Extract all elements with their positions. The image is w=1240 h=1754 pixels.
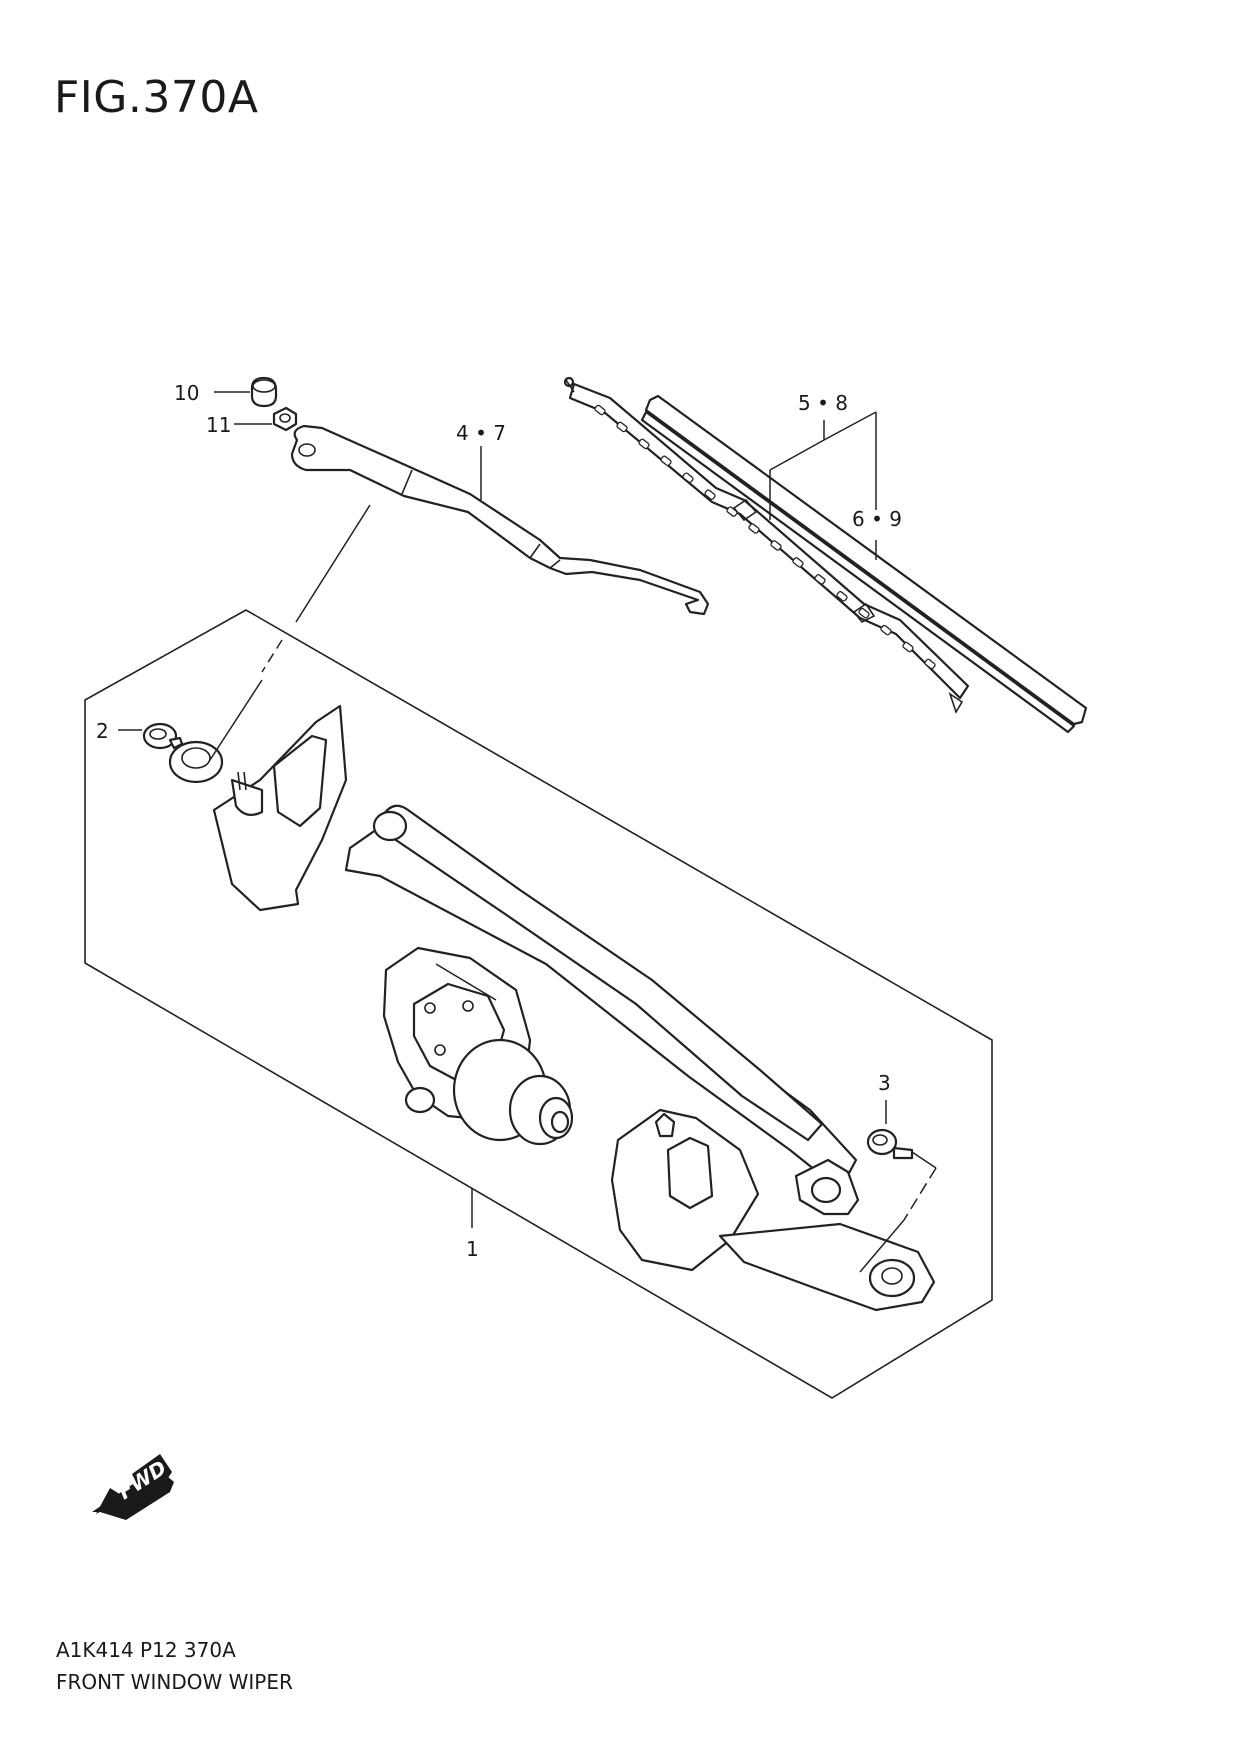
callout-1: 1 xyxy=(466,1237,479,1261)
figure-name: FRONT WINDOW WIPER xyxy=(56,1670,293,1694)
bolt-left xyxy=(142,722,184,750)
blade-slot xyxy=(836,590,848,602)
blade-slot xyxy=(792,557,804,568)
wiper-linkage xyxy=(168,704,936,1312)
blade-slot xyxy=(814,574,826,585)
callout-4-7: 4 • 7 xyxy=(456,421,506,445)
fwd-arrow-icon: FWD xyxy=(92,1454,174,1520)
blade-slot xyxy=(594,404,606,416)
blade-slots xyxy=(594,404,936,670)
blade-slot xyxy=(682,472,694,484)
blade-slot xyxy=(770,540,782,551)
assembly-frame xyxy=(84,609,993,1399)
blade-slot xyxy=(858,607,870,619)
blade-slot xyxy=(924,658,936,670)
figure-code: A1K414 P12 370A xyxy=(56,1638,236,1662)
callout-3: 3 xyxy=(878,1071,891,1095)
callout-6-9: 6 • 9 xyxy=(852,507,902,531)
callout-2: 2 xyxy=(96,719,109,743)
blade-slot xyxy=(726,506,738,517)
arm-cap xyxy=(250,376,278,408)
arm-nut xyxy=(272,406,298,432)
wiper-blade xyxy=(563,376,1088,734)
callout-11: 11 xyxy=(206,413,231,437)
leader-lines xyxy=(118,391,937,1273)
callout-10: 10 xyxy=(174,381,199,405)
bolt-right xyxy=(866,1128,914,1160)
callout-5-8: 5 • 8 xyxy=(798,391,848,415)
figure-title: FIG.370A xyxy=(54,72,259,123)
blade-slot xyxy=(748,523,760,534)
wiper-arm xyxy=(290,424,710,616)
blade-slot xyxy=(638,438,650,450)
blade-slot xyxy=(660,455,672,467)
blade-slot xyxy=(616,421,628,433)
blade-slot xyxy=(704,489,716,500)
blade-slot xyxy=(902,641,914,653)
blade-slot xyxy=(880,624,892,636)
callout-labels: 10 11 4 • 7 5 • 8 6 • 9 2 3 1 xyxy=(96,381,902,1261)
